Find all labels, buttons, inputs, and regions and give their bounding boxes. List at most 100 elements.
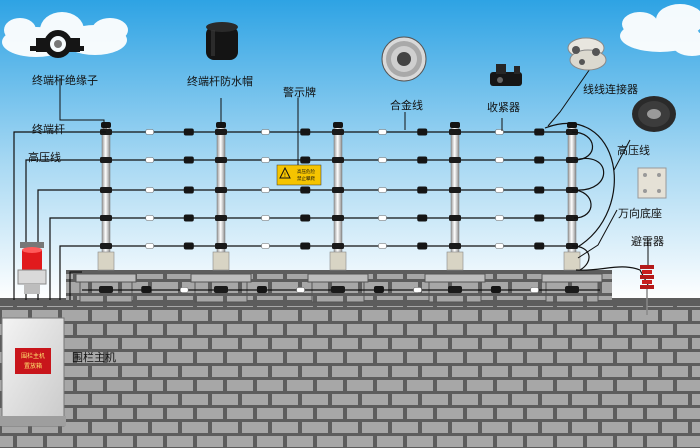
sign-line-1: 高压危险 [297, 168, 315, 175]
insulator [449, 157, 461, 163]
hv-cable-roll-icon [632, 96, 676, 132]
insulator-clamp-icon [30, 30, 84, 58]
base-plate-icon [637, 167, 667, 199]
wire-connector [413, 287, 422, 293]
insulator [215, 187, 227, 193]
wire-connector [179, 287, 189, 293]
tensioner [417, 156, 428, 164]
universal-base [446, 251, 464, 271]
wire-connector [495, 187, 504, 193]
pedestal-cap [75, 273, 137, 283]
tensioner [183, 186, 194, 194]
insulator [448, 286, 462, 293]
cloud-icon [620, 4, 700, 56]
brick-wall [0, 304, 700, 448]
insulator [449, 243, 461, 249]
tensioner [417, 242, 428, 250]
tensioner [490, 286, 501, 293]
insulator [332, 243, 344, 249]
wire-connector [261, 129, 270, 135]
fence-posts [97, 122, 581, 271]
insulator [100, 157, 112, 163]
label-hv-wire-right: 高压线 [617, 144, 650, 157]
insulator [99, 286, 113, 293]
pedestal-cap [424, 273, 486, 283]
wire-connector [145, 243, 154, 249]
universal-base [212, 251, 230, 271]
wire-connector [145, 187, 154, 193]
insulator [215, 215, 227, 221]
insulator [332, 129, 344, 135]
alloy-wires [106, 128, 572, 250]
wire-connector [495, 243, 504, 249]
svg-text:!: ! [284, 172, 286, 179]
tensioner [183, 242, 194, 250]
alarm-light-icon [17, 242, 47, 294]
post-cap [450, 122, 460, 128]
insulator [215, 243, 227, 249]
insulator [332, 215, 344, 221]
tensioner [183, 156, 194, 164]
label-tensioner: 收紧器 [487, 101, 520, 114]
tensioner [534, 128, 545, 136]
wire-connector [145, 129, 154, 135]
universal-base [329, 251, 347, 271]
warning-sign: ! 高压危险 禁止攀爬 [276, 164, 322, 186]
label-arrester: 避雷器 [631, 235, 664, 248]
tensioner [534, 186, 545, 194]
label-warning-sign: 警示牌 [283, 86, 316, 99]
connector-icon [567, 37, 607, 71]
wire-connector [378, 157, 387, 163]
tensioner [534, 214, 545, 222]
post [101, 125, 111, 263]
insulator [449, 187, 461, 193]
label-wire-connector: 线线连接器 [583, 83, 638, 96]
arrester-icon [640, 265, 654, 315]
insulator [565, 286, 579, 293]
insulator [566, 215, 578, 221]
wire-connector [261, 215, 270, 221]
wire-connector [261, 187, 270, 193]
insulator [449, 129, 461, 135]
tensioner [300, 242, 311, 250]
label-end-post-cap: 终端杆防水帽 [187, 75, 253, 88]
wire-connector [495, 215, 504, 221]
universal-base [97, 251, 115, 271]
insulator [100, 243, 112, 249]
label-host: 围栏主机 [72, 351, 116, 364]
post [450, 125, 460, 263]
insulator [449, 215, 461, 221]
insulator [215, 129, 227, 135]
wire-connector [378, 243, 387, 249]
bottom-strand [82, 286, 600, 293]
tensioner [417, 186, 428, 194]
post [333, 125, 343, 263]
insulator [332, 187, 344, 193]
wire-spool-icon [381, 36, 427, 82]
waterproof-cap-icon [206, 22, 238, 60]
wire-connector [261, 157, 270, 163]
tensioner [141, 286, 152, 293]
tensioner [183, 128, 194, 136]
label-universal-base: 万向底座 [618, 207, 662, 220]
wire-connector [378, 129, 387, 135]
tensioner [300, 156, 311, 164]
tensioner [373, 286, 384, 293]
wire-connector [495, 129, 504, 135]
insulator [215, 157, 227, 163]
wire-connector [145, 215, 154, 221]
tensioner [417, 128, 428, 136]
label-end-post: 终端杆 [32, 123, 65, 136]
sign-line-2: 禁止攀爬 [297, 175, 315, 182]
pedestal-cap [307, 273, 369, 283]
wire-connector [261, 243, 270, 249]
wire-connector [378, 215, 387, 221]
insulator [332, 157, 344, 163]
insulator [214, 286, 228, 293]
wire-connector [495, 157, 504, 163]
label-alloy-wire: 合金线 [390, 99, 423, 112]
post-cap [333, 122, 343, 128]
pedestal-cap [190, 273, 252, 283]
